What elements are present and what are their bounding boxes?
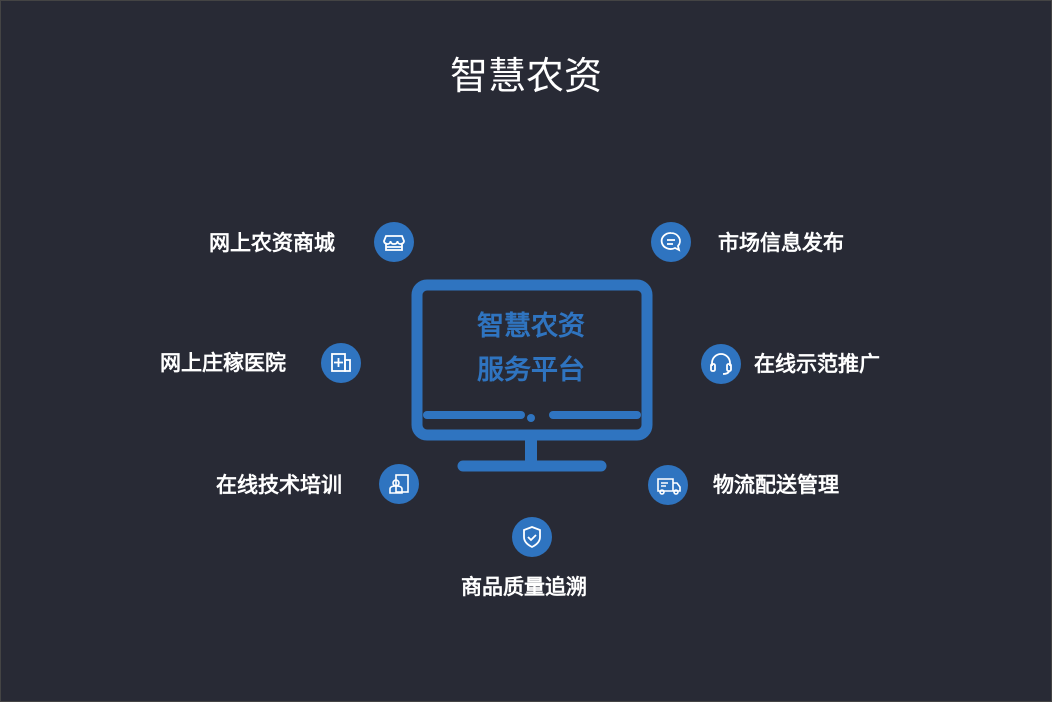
monitor-icon xyxy=(411,279,653,472)
shield-check-icon xyxy=(512,517,552,557)
store-icon xyxy=(374,222,414,262)
training-icon xyxy=(379,464,419,504)
center-title-line2: 服务平台 xyxy=(477,355,585,386)
center-title-line1: 智慧农资 xyxy=(477,311,585,342)
headset-icon xyxy=(701,344,741,384)
feature-label-training: 在线技术培训 xyxy=(216,473,342,497)
feature-label-demo: 在线示范推广 xyxy=(754,352,880,376)
feature-label-logistics: 物流配送管理 xyxy=(713,473,839,497)
page-title: 智慧农资 xyxy=(449,54,602,98)
feature-label-hospital: 网上庄稼医院 xyxy=(160,351,286,375)
medical-icon xyxy=(321,343,361,383)
feature-label-traceability: 商品质量追溯 xyxy=(461,575,587,599)
feature-label-store: 网上农资商城 xyxy=(209,231,335,255)
feature-label-market-info: 市场信息发布 xyxy=(718,231,844,255)
truck-icon xyxy=(648,465,688,505)
chat-icon xyxy=(651,222,691,262)
